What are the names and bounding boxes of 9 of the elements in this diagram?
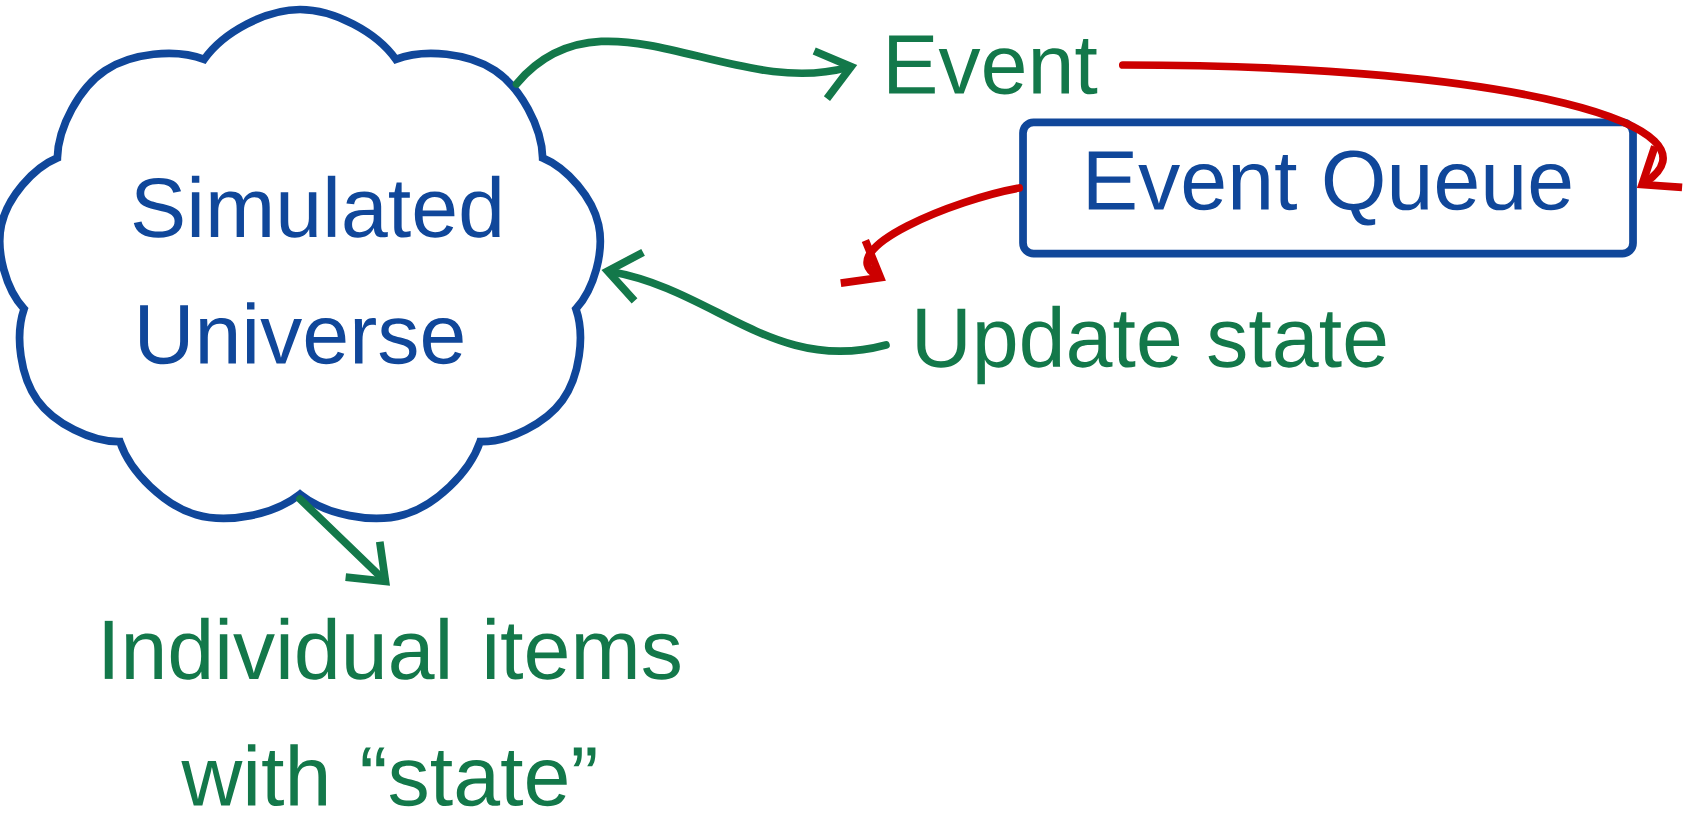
- queue-box: Event Queue: [1019, 118, 1637, 258]
- arrow: [840, 184, 1023, 287]
- text-label: Individual items with “state”: [104, 617, 680, 807]
- arrow: [512, 37, 858, 101]
- arrow: [296, 495, 390, 586]
- arrow: [1118, 61, 1683, 192]
- arrow: [601, 248, 890, 356]
- text-label: Update state: [917, 305, 1386, 385]
- text-label: Event: [889, 35, 1098, 95]
